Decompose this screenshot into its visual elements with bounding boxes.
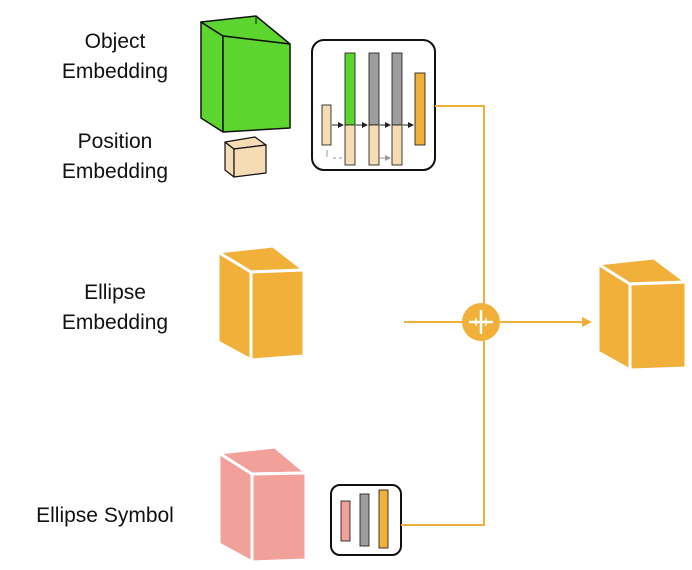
transformer-gray-bar-1 (368, 52, 380, 126)
object-embedding-label-line1: Object (84, 30, 146, 53)
ellipse-symbol-label-text: Ellipse Symbol (36, 504, 174, 527)
object-embedding-cube (200, 15, 291, 133)
transformer-to-sum-line (435, 105, 485, 306)
symbol-to-sum-line (401, 338, 485, 526)
ellipse-embedding-cube (216, 244, 306, 362)
object-embedding-label-line2: Embedding (61, 60, 169, 83)
object-embedding-label: Object Embedding (40, 27, 190, 87)
symbol-gray-bar (359, 493, 370, 547)
ellipse-symbol-label: Ellipse Symbol (10, 501, 200, 531)
transformer-green-bar (344, 52, 356, 126)
connector-lines (401, 105, 592, 526)
position-embedding-label: Position Embedding (40, 127, 190, 187)
output-cube (596, 256, 688, 372)
position-embedding-label-line1: Position (77, 130, 153, 153)
symbol-pink-bar (340, 500, 351, 542)
ellipse-embedding-label-line1: Ellipse (84, 281, 146, 304)
transformer-input-bar (321, 104, 332, 146)
position-embedding-cube (224, 136, 267, 178)
ellipse-embedding-label: Ellipse Embedding (40, 278, 190, 338)
transformer-gray-bar-2 (391, 52, 403, 126)
position-embedding-label-line2: Embedding (61, 160, 169, 183)
ellipse-embedding-label-line2: Embedding (61, 311, 169, 334)
ellipse-symbol-box (330, 484, 402, 556)
ellipse-symbol-cube (217, 445, 308, 564)
transformer-output-bar (414, 72, 426, 146)
symbol-orange-bar (378, 489, 389, 549)
transformer-module (311, 39, 436, 171)
plus-circle-icon (462, 303, 500, 341)
